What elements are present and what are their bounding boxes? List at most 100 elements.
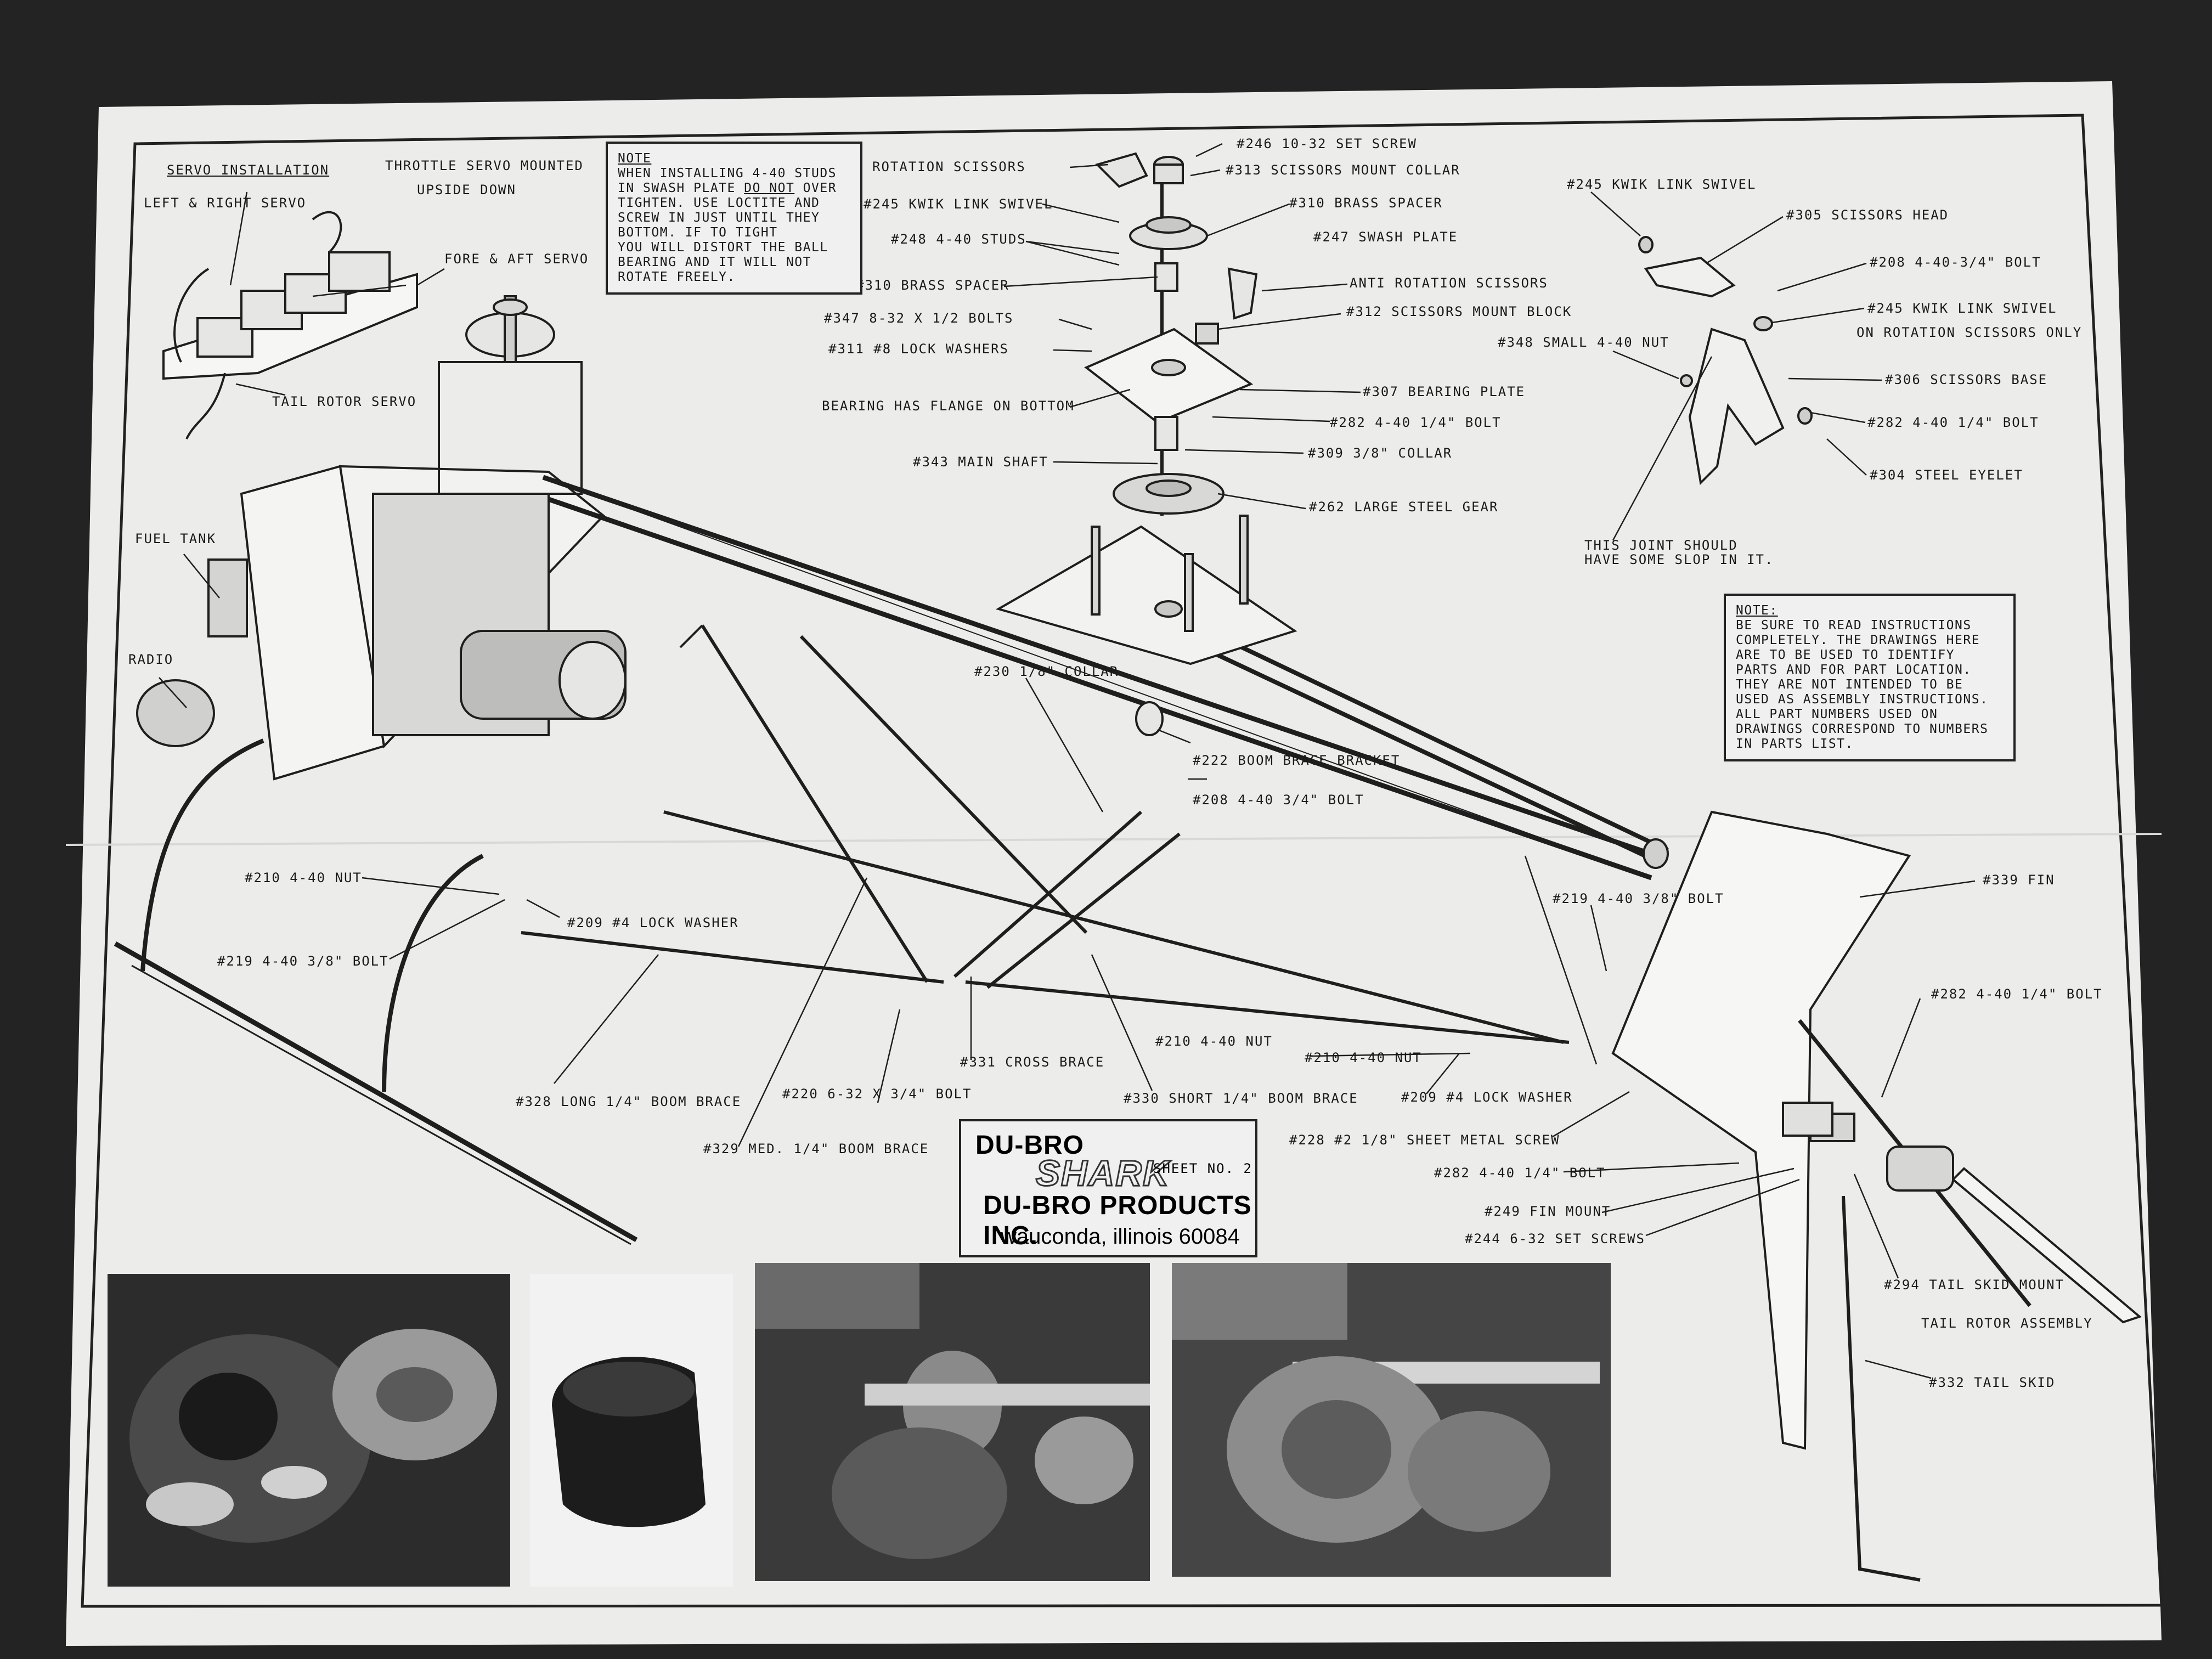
label-part-208a: #208 4-40-3/4" BOLT — [1870, 255, 2041, 270]
label-part-245a: #245 KWIK LINK SWIVEL — [864, 196, 1053, 212]
label-tail-rotor-assembly: TAIL ROTOR ASSEMBLY — [1921, 1316, 2093, 1331]
label-part-309: #309 3/8" COLLAR — [1308, 445, 1453, 461]
photo-clutch-housing-art — [108, 1274, 510, 1587]
label-part-244: #244 6-32 SET SCREWS — [1465, 1231, 1645, 1246]
note-swash-plate-line: IN SWASH PLATE DO NOT OVER — [618, 181, 850, 196]
label-part-262: #262 LARGE STEEL GEAR — [1309, 499, 1499, 515]
label-part-307: #307 BEARING PLATE — [1363, 384, 1526, 399]
label-part-343: #343 MAIN SHAFT — [913, 454, 1048, 470]
label-part-219b: #219 4-40 3/8" BOLT — [1553, 891, 1724, 906]
label-anti-rotation: ANTI ROTATION SCISSORS — [1350, 275, 1548, 291]
label-part-247: #247 SWASH PLATE — [1313, 229, 1458, 245]
label-part-282c: #282 4-40 1/4" BOLT — [1931, 986, 2103, 1002]
note-swash-plate-line: BEARING AND IT WILL NOT — [618, 255, 811, 269]
label-part-310a: #310 BRASS SPACER — [1289, 195, 1443, 211]
label-part-210c: #210 4-40 NUT — [1305, 1050, 1422, 1065]
label-servo-installation: SERVO INSTALLATION — [167, 162, 330, 178]
company-address: wauconda, illinois 60084 — [1001, 1224, 1240, 1249]
label-part-245b: #245 KWIK LINK SWIVEL — [1567, 177, 1757, 192]
note-swash-plate-line: ROTATE FREELY. — [618, 270, 736, 284]
label-part-245c: #245 KWIK LINK SWIVEL — [1867, 301, 2057, 316]
label-part-282a: #282 4-40 1/4" BOLT — [1330, 415, 1502, 430]
label-left-right-servo: LEFT & RIGHT SERVO — [144, 195, 307, 211]
note-read-instructions-line: PARTS AND FOR PART LOCATION. — [1736, 663, 1972, 677]
note-read-instructions-line: IN PARTS LIST. — [1736, 737, 1854, 751]
brand-shark-logo: SHARK — [1035, 1152, 1170, 1194]
note-read-instructions: NOTE: BE SURE TO READ INSTRUCTIONS COMPL… — [1724, 594, 2016, 761]
label-part-248: #248 4-40 STUDS — [891, 232, 1026, 247]
label-part-209a: #209 #4 LOCK WASHER — [567, 915, 739, 930]
label-part-311: #311 #8 LOCK WASHERS — [828, 341, 1009, 357]
note-swash-plate-line: SCREW IN JUST UNTIL THEY — [618, 211, 820, 225]
label-radio: RADIO — [128, 652, 174, 667]
photo-clutch-shoe-art — [530, 1274, 733, 1587]
label-part-208b: #208 4-40 3/4" BOLT — [1193, 792, 1364, 808]
label-part-330: #330 SHORT 1/4" BOOM BRACE — [1124, 1091, 1358, 1106]
note-swash-plate-line: BOTTOM. IF TO TIGHT — [618, 225, 778, 240]
photo-engine-gear-art — [755, 1263, 1150, 1581]
label-part-306: #306 SCISSORS BASE — [1885, 372, 2048, 387]
label-part-219a: #219 4-40 3/8" BOLT — [217, 953, 389, 969]
note-over: OVER — [794, 181, 837, 195]
sheet-border — [81, 114, 2163, 1608]
label-part-220: #220 6-32 X 3/4" BOLT — [782, 1086, 972, 1102]
note-read-instructions-line: ALL PART NUMBERS USED ON — [1736, 707, 1938, 721]
label-part-331: #331 CROSS BRACE — [960, 1054, 1105, 1070]
label-part-282b: #282 4-40 1/4" BOLT — [1867, 415, 2039, 430]
label-part-348: #348 SMALL 4-40 NUT — [1498, 335, 1669, 350]
sheet-number: SHEET NO. 2 — [1153, 1161, 1252, 1176]
label-part-249: #249 FIN MOUNT — [1485, 1204, 1611, 1219]
label-part-305: #305 SCISSORS HEAD — [1786, 207, 1949, 223]
note-swash-plate-title: NOTE — [618, 151, 652, 166]
label-throttle-servo-2: UPSIDE DOWN — [417, 182, 516, 198]
label-part-312: #312 SCISSORS MOUNT BLOCK — [1346, 304, 1572, 319]
brand-du-bro: DU-BRO — [975, 1131, 1084, 1160]
note-swash-plate: NOTE WHEN INSTALLING 4-40 STUDS IN SWASH… — [606, 142, 862, 295]
paper-sheet — [66, 81, 2162, 1646]
note-swash-plate-line: WHEN INSTALLING 4-40 STUDS — [618, 166, 837, 180]
company-name: DU-BRO PRODUCTS INC. — [983, 1191, 1252, 1250]
label-slop-2: HAVE SOME SLOP IN IT. — [1584, 552, 1774, 567]
note-read-instructions-line: COMPLETELY. THE DRAWINGS HERE — [1736, 633, 1980, 647]
note-swash-plate-line-part: IN SWASH PLATE — [618, 181, 744, 195]
label-throttle-servo: THROTTLE SERVO MOUNTED — [385, 158, 584, 173]
note-swash-plate-line: YOU WILL DISTORT THE BALL — [618, 240, 828, 255]
label-part-246: #246 10-32 SET SCREW — [1237, 136, 1417, 151]
label-part-210b: #210 4-40 NUT — [1155, 1034, 1273, 1049]
note-do-not: DO NOT — [744, 181, 795, 195]
note-read-instructions-line: ARE TO BE USED TO IDENTIFY — [1736, 648, 1955, 662]
label-fore-aft-servo: FORE & AFT SERVO — [444, 251, 589, 267]
label-part-228: #228 #2 1/8" SHEET METAL SCREW — [1289, 1132, 1560, 1148]
label-part-313: #313 SCISSORS MOUNT COLLAR — [1226, 162, 1460, 178]
note-read-instructions-line: BE SURE TO READ INSTRUCTIONS — [1736, 618, 1972, 633]
label-part-209b: #209 #4 LOCK WASHER — [1401, 1090, 1573, 1105]
label-bearing-flange: BEARING HAS FLANGE ON BOTTOM — [822, 398, 1075, 414]
note-swash-plate-line: TIGHTEN. USE LOCTITE AND — [618, 196, 820, 210]
label-slop-1: THIS JOINT SHOULD — [1584, 538, 1738, 553]
label-part-230: #230 1/8" COLLAR — [974, 664, 1119, 679]
photo-clutch-shoe — [530, 1274, 733, 1587]
photo-engine-shaft-art — [1172, 1263, 1611, 1577]
note-read-instructions-line: DRAWINGS CORRESPOND TO NUMBERS — [1736, 722, 1989, 736]
photo-engine-shaft — [1172, 1263, 1611, 1577]
photo-clutch-housing — [108, 1274, 510, 1587]
label-part-245c-note: ON ROTATION SCISSORS ONLY — [1857, 325, 2083, 340]
label-part-222: #222 BOOM BRACE BRACKET — [1193, 753, 1401, 768]
photo-engine-gear — [755, 1263, 1150, 1581]
label-part-332: #332 TAIL SKID — [1929, 1375, 2056, 1390]
label-rotation-scissors: ROTATION SCISSORS — [872, 159, 1026, 174]
label-part-294: #294 TAIL SKID MOUNT — [1884, 1277, 2064, 1293]
note-read-instructions-title: NOTE: — [1736, 603, 1778, 618]
label-part-310b: #310 BRASS SPACER — [856, 278, 1009, 293]
label-fuel-tank: FUEL TANK — [135, 531, 217, 546]
note-read-instructions-line: USED AS ASSEMBLY INSTRUCTIONS. — [1736, 692, 1989, 707]
label-part-339: #339 FIN — [1983, 872, 2055, 888]
title-block: DU-BRO SHARK SHEET NO. 2 DU-BRO PRODUCTS… — [959, 1119, 1257, 1257]
note-read-instructions-line: THEY ARE NOT INTENDED TO BE — [1736, 678, 1963, 692]
label-part-282d: #282 4-40 1/4" BOLT — [1434, 1165, 1606, 1181]
label-part-328: #328 LONG 1/4" BOOM BRACE — [516, 1094, 742, 1109]
label-part-329: #329 MED. 1/4" BOOM BRACE — [703, 1141, 929, 1156]
label-tail-rotor-servo: TAIL ROTOR SERVO — [272, 394, 417, 409]
